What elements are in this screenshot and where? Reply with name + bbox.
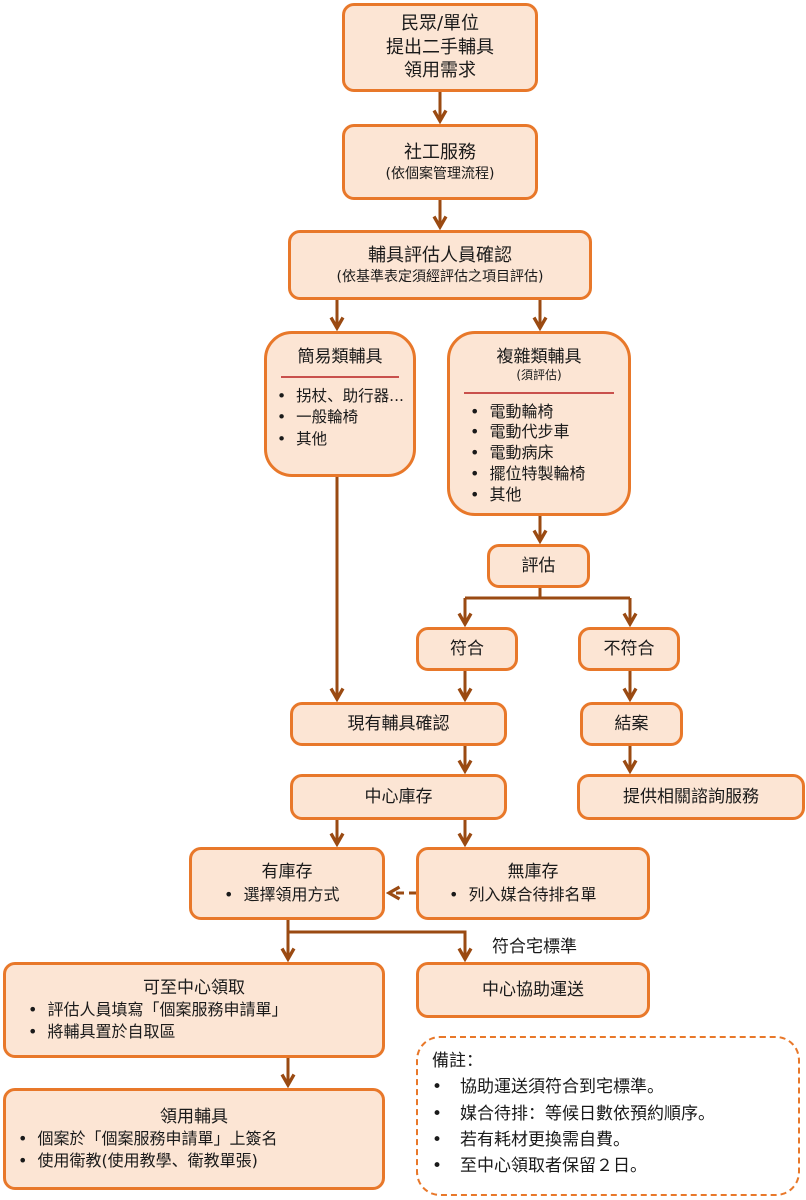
node-pickup: 可至中心領取 評估人員填寫「個案服務申請單」 將輔具置於自取區 (3, 962, 385, 1058)
node-delivery: 中心協助運送 (416, 962, 650, 1018)
note-box: 備註： 協助運送須符合到宅標準。 媒合待排：等候日數依預約順序。 若有耗材更換需… (416, 1036, 800, 1196)
node-complex: 複雜類輔具 (須評估) 電動輪椅 電動代步車 電動病床 擺位特製輪椅 其他 (447, 331, 631, 516)
note-item: 至中心領取者保留２日。 (432, 1153, 784, 1179)
list-item: 電動輪椅 (470, 402, 628, 423)
list-item: 評估人員填寫「個案服務申請單」 (28, 999, 382, 1021)
node-title: 領用輔具 (160, 1106, 228, 1127)
list-item: 電動代步車 (470, 422, 628, 443)
node-evaluate: 評估 (487, 544, 590, 588)
node-title: 現有輔具確認 (347, 713, 450, 734)
node-title: 複雜類輔具 (496, 347, 582, 367)
node-stock: 中心庫存 (290, 774, 507, 820)
node-consult: 提供相關諮詢服務 (577, 774, 805, 820)
node-title: 符合 (450, 638, 484, 659)
node-title: 無庫存 (507, 862, 559, 883)
node-match: 符合 (416, 627, 518, 671)
node-subtitle: (依個案管理流程) (385, 165, 495, 182)
list-item: 其他 (277, 429, 413, 450)
list-item: 一般輪椅 (277, 407, 413, 428)
node-social: 社工服務 (依個案管理流程) (342, 124, 538, 200)
divider (281, 376, 399, 379)
node-text: 民眾/單位 (400, 13, 480, 35)
node-title: 可至中心領取 (143, 977, 245, 998)
node-subtitle: (須評估) (516, 368, 562, 383)
node-nostock: 無庫存 列入媒合待排名單 (416, 847, 650, 920)
node-title: 社工服務 (404, 142, 476, 164)
note-item: 媒合待排：等候日數依預約順序。 (432, 1101, 784, 1127)
node-title: 評估 (521, 555, 556, 576)
list-item: 選擇領用方式 (224, 884, 382, 906)
note-item: 協助運送須符合到宅標準。 (432, 1074, 784, 1100)
divider (464, 391, 614, 394)
arrow (288, 930, 465, 959)
branch-line (465, 588, 630, 600)
list-item: 電動病床 (470, 443, 628, 464)
node-title: 輔具評估人員確認 (368, 245, 512, 267)
list-item: 擺位特製輪椅 (470, 464, 628, 485)
list-item: 拐杖、助行器... (277, 386, 413, 407)
node-title: 簡易類輔具 (297, 347, 383, 367)
list-item: 將輔具置於自取區 (28, 1021, 382, 1043)
list-item: 其他 (470, 485, 628, 506)
node-existing: 現有輔具確認 (290, 702, 507, 746)
node-title: 中心庫存 (364, 786, 433, 807)
list-item: 使用衛教(使用教學、衛教單張) (18, 1150, 382, 1172)
edge-label: 符合宅標準 (492, 937, 577, 957)
node-subtitle: (依基準表定須經評估之項目評估) (336, 268, 544, 285)
node-receive: 領用輔具 個案於「個案服務申請單」上簽名 使用衛教(使用教學、衛教單張) (3, 1088, 385, 1190)
list-item: 列入媒合待排名單 (449, 884, 647, 906)
node-title: 不符合 (603, 638, 655, 659)
node-title: 結案 (614, 713, 649, 734)
node-title: 有庫存 (261, 862, 313, 883)
node-simple: 簡易類輔具 拐杖、助行器... 一般輪椅 其他 (264, 331, 416, 477)
node-request: 民眾/單位 提出二手輔具 領用需求 (342, 3, 538, 92)
node-text: 提出二手輔具 (386, 36, 494, 58)
node-nomatch: 不符合 (578, 627, 680, 671)
note-title: 備註： (432, 1051, 483, 1071)
note-item: 若有耗材更換需自費。 (432, 1127, 784, 1153)
node-text: 領用需求 (404, 60, 476, 82)
node-instock: 有庫存 選擇領用方式 (189, 847, 385, 920)
node-title: 提供相關諮詢服務 (623, 786, 759, 807)
node-assess-confirm: 輔具評估人員確認 (依基準表定須經評估之項目評估) (288, 230, 592, 300)
node-close: 結案 (580, 702, 683, 746)
node-title: 中心協助運送 (482, 979, 584, 1000)
list-item: 個案於「個案服務申請單」上簽名 (18, 1128, 382, 1150)
